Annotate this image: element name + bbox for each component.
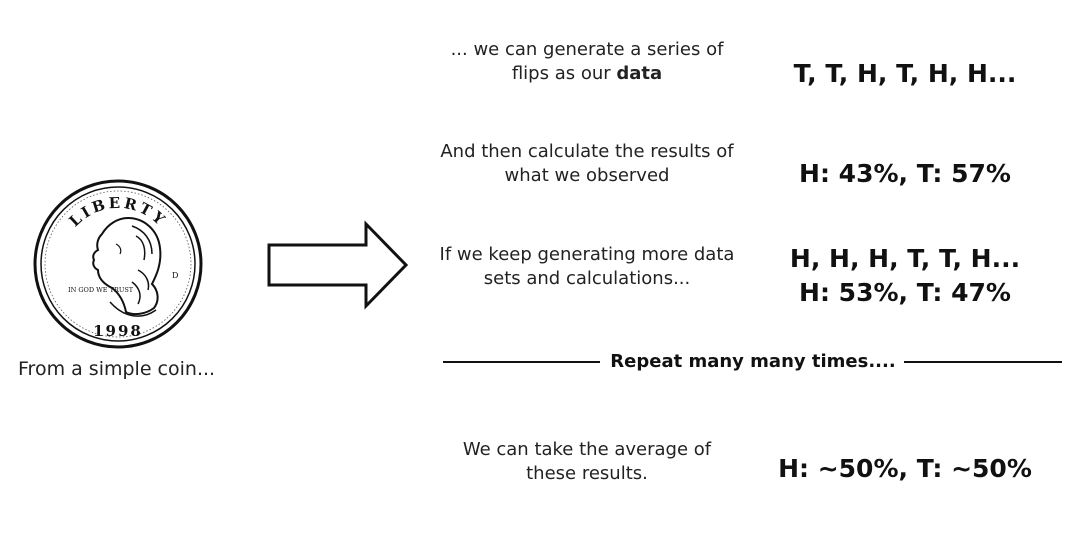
- step-1-result: T, T, H, T, H, H...: [793, 59, 1017, 88]
- coin-engraving-year: 1998: [93, 322, 143, 340]
- coin-engraving-mint: D: [172, 271, 178, 280]
- step-4-result: H: ~50%, T: ~50%: [778, 454, 1032, 483]
- quarter-coin-icon: LIBERTY IN GOD WE TRUST D 1998: [33, 179, 203, 349]
- step-1-text: ... we can generate a series of flips as…: [437, 38, 737, 86]
- right-arrow-icon: [267, 220, 409, 310]
- step-4-text: We can take the average of these results…: [462, 439, 712, 484]
- divider-right: [904, 361, 1062, 363]
- divider-label: Repeat many many times....: [610, 351, 896, 372]
- step-1-text-bold: data: [616, 63, 663, 84]
- coin-engraving-left: IN GOD WE TRUST: [68, 286, 134, 294]
- step-1-text-main: ... we can generate a series of flips as…: [450, 39, 724, 84]
- divider-left: [443, 361, 600, 363]
- step-2-text: And then calculate the results of what w…: [440, 141, 734, 186]
- step-2-result: H: 43%, T: 57%: [799, 159, 1011, 188]
- coin-caption: From a simple coin...: [18, 358, 216, 380]
- step-3-result-line-1: H, H, H, T, T, H...: [789, 244, 1021, 273]
- step-3-result-line-2: H: 53%, T: 47%: [799, 278, 1011, 307]
- step-3-text: If we keep generating more data sets and…: [439, 244, 735, 289]
